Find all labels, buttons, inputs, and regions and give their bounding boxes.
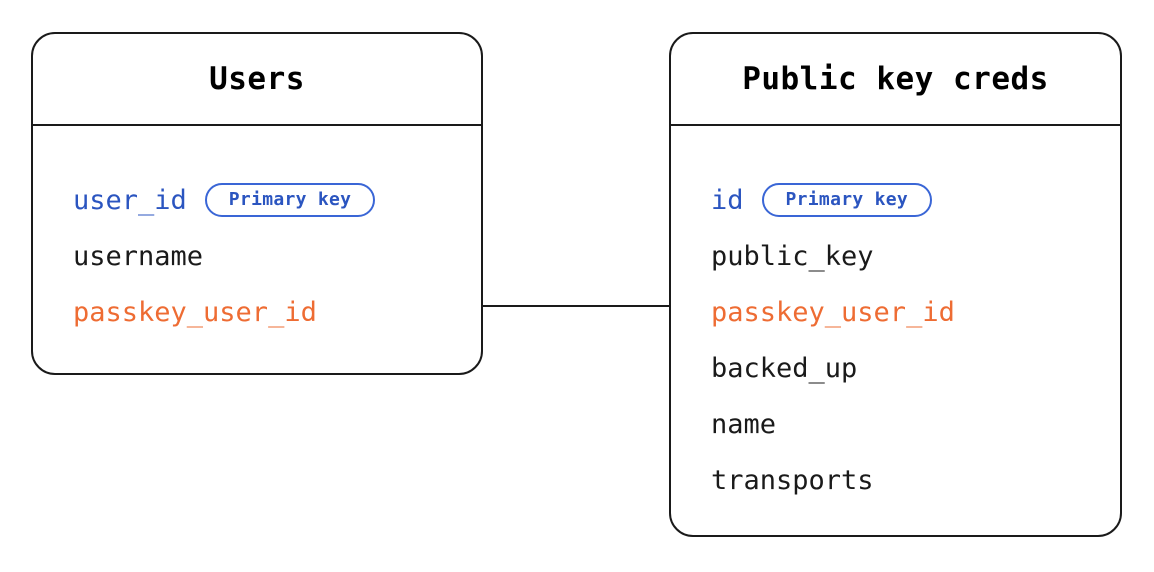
field-row[interactable]: name (711, 396, 1120, 452)
entity-users[interactable]: Users user_id Primary key username passk… (31, 32, 483, 375)
entity-public-key-creds-field-list: id Primary key public_key passkey_user_i… (671, 126, 1120, 535)
field-row[interactable]: passkey_user_id (73, 284, 481, 340)
field-row[interactable]: passkey_user_id (711, 284, 1120, 340)
entity-public-key-creds-title: Public key creds (742, 60, 1049, 97)
entity-users-header: Users (33, 34, 481, 126)
field-name-transports: transports (711, 464, 874, 496)
entity-users-field-list: user_id Primary key username passkey_use… (33, 126, 481, 373)
field-name-id: id (711, 184, 744, 216)
field-name-passkey-user-id: passkey_user_id (711, 296, 955, 328)
primary-key-badge: Primary key (204, 183, 376, 217)
field-row[interactable]: public_key (711, 228, 1120, 284)
field-name-backed-up: backed_up (711, 352, 858, 384)
relationship-connector-users-to-public-key-creds[interactable] (481, 305, 671, 307)
field-name-username: username (73, 240, 204, 272)
primary-key-badge: Primary key (761, 183, 933, 217)
entity-users-title: Users (209, 60, 305, 97)
entity-public-key-creds[interactable]: Public key creds id Primary key public_k… (669, 32, 1122, 537)
field-name-public-key: public_key (711, 240, 874, 272)
entity-public-key-creds-header: Public key creds (671, 34, 1120, 126)
field-name-name: name (711, 408, 777, 440)
primary-key-badge-label: Primary key (228, 189, 352, 210)
field-row[interactable]: transports (711, 452, 1120, 508)
field-row[interactable]: user_id Primary key (73, 172, 481, 228)
primary-key-badge-label: Primary key (785, 189, 909, 210)
field-name-passkey-user-id: passkey_user_id (73, 296, 317, 328)
field-row[interactable]: id Primary key (711, 172, 1120, 228)
field-name-user-id: user_id (73, 184, 187, 216)
field-row[interactable]: username (73, 228, 481, 284)
field-row[interactable]: backed_up (711, 340, 1120, 396)
